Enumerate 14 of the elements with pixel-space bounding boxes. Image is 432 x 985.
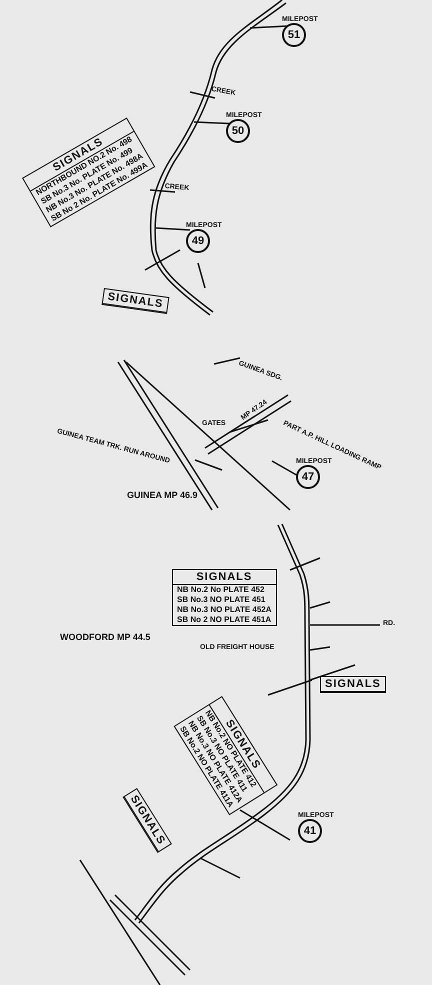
table-heading: SIGNALS (173, 570, 276, 585)
milepost-number: 49 (192, 235, 204, 247)
table-row-text: NB No.3 NO PLATE 452A (176, 605, 273, 615)
milepost-number: 47 (302, 471, 314, 483)
milepost-number: 50 (232, 125, 244, 137)
table-row-text: NB No.2 No PLATE 452 (176, 585, 266, 595)
table-heading: SIGNALS (102, 289, 168, 313)
milepost-number: 41 (304, 825, 316, 837)
milepost-number: 51 (288, 29, 300, 41)
table-row-text: SB No 2 NO PLATE 451A (176, 615, 272, 625)
station-label: GUINEA MP 46.9 (127, 490, 198, 500)
table-row-text: SB No.3 NO PLATE 451 (176, 595, 266, 605)
table-heading: SIGNALS (321, 677, 385, 692)
station-label: WOODFORD MP 44.5 (60, 632, 150, 642)
